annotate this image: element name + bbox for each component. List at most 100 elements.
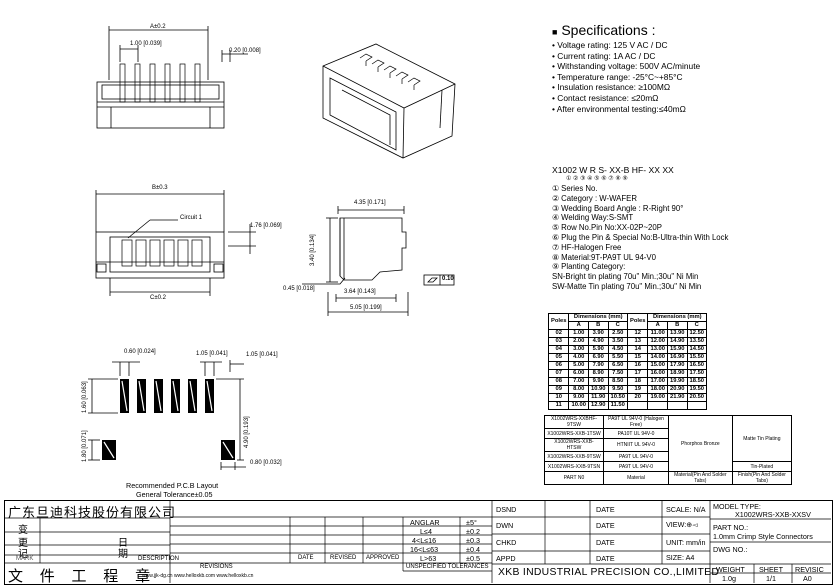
pcb-side-pitch: 1.05 [0.041] <box>246 352 278 358</box>
label-mark: MARK <box>16 556 34 562</box>
label-size: SIZE: A4 <box>666 553 695 562</box>
pcb-tab-width: 0.80 [0.032] <box>250 460 282 466</box>
spec-item: Insulation resistance: ≥100MΩ <box>552 82 700 93</box>
label-scale: SCALE: N/A <box>666 505 706 514</box>
tol-angular-value: ±5° <box>466 518 477 527</box>
company-cn: 广东旦迪科技股份有限公司 <box>8 506 177 521</box>
label-chkd: CHKD <box>496 538 517 547</box>
tol-unspecified: UNSPECIFIED TOLERANCES <box>406 564 489 570</box>
specifications-title: ■ Specifications : <box>552 22 656 38</box>
tol-value: ±0.5 <box>466 554 480 563</box>
side-view-depth: 5.05 [0.199] <box>350 305 382 311</box>
label-view: VIEW:⊕◅ <box>666 520 698 529</box>
tol-range: 4<L≤16 <box>412 536 437 545</box>
top-view-pitch: 1.00 [0.039] <box>130 41 162 47</box>
mat-foot: PART N0 <box>544 471 604 485</box>
side-view-tab: 3.64 [0.143] <box>344 289 376 295</box>
mat-finish-matte: Matte Tin Plating <box>731 415 793 462</box>
dim-head-poles: Poles <box>547 313 570 330</box>
mat-foot: Material <box>603 471 669 485</box>
label-revisions: REVISIONS <box>200 564 233 570</box>
label-dsnd: DSND <box>496 505 517 514</box>
part-value: 1.0mm Crimp Style Connectors <box>713 532 813 541</box>
label-appd: APPD <box>496 554 516 563</box>
pcb-pad-pitch: 1.05 [0.041] <box>196 351 228 357</box>
dim-cell: 11 <box>547 401 570 410</box>
mat-foot: Material(Pin And Solder Tabs) <box>668 471 733 485</box>
label-description: DESCRIPTION <box>138 556 180 562</box>
pcb-tolerance: General Tolerance±0.05 <box>136 490 213 499</box>
label-unit: UNIT: mm/in <box>666 538 706 547</box>
label-record: 记 <box>18 549 28 560</box>
spec-item: Withstanding voltage: 500V AC/minute <box>552 61 700 72</box>
side-view-tail: 0.45 [0.018] <box>283 286 315 292</box>
label-approved: APPROVED <box>366 555 400 561</box>
label-date: DATE <box>596 505 615 514</box>
tol-angular: ANGLAR <box>410 518 440 527</box>
pn-item: ⑤ Row No.Pin No:XX-02P~20P <box>552 223 662 233</box>
dim-cell <box>627 401 649 410</box>
part-number-markers: ① ② ③ ④ ⑤ ⑥ ⑦ ⑧ ⑨ <box>566 176 628 182</box>
tol-range: 16<L≤63 <box>410 545 439 554</box>
weight-value: 1.0g <box>722 574 736 583</box>
label-period: 期 <box>118 549 128 560</box>
pn-item: ② Category : W-WAFER <box>552 193 637 203</box>
doc-cn: 文 件 工 程 章 <box>8 567 157 585</box>
tol-range: L≤4 <box>420 527 432 536</box>
spec-item: Contact resistance: ≤20mΩ <box>552 93 700 104</box>
pn-item: SN-Bright tin plating 70u" Min.;30u" Ni … <box>552 272 699 282</box>
weight-label: WEIGHT <box>716 565 745 574</box>
specifications-title-suffix: : <box>651 22 656 38</box>
label-date-cn: 日 <box>118 538 128 549</box>
pcb-caption: Recommended P.C.B Layout <box>126 481 219 490</box>
label-more: 更 <box>18 538 28 549</box>
model-value: X1002WRS-XXB-XXSV <box>735 510 811 519</box>
pn-item: ⑨ Planting Category: <box>552 262 626 272</box>
material-table: X1002WRS-XXBHF-9TSW PA9T UL 94V-0 (Halog… <box>544 415 793 485</box>
pn-item: ⑧ Material:9T-PA9T UL 94-V0 <box>552 252 656 262</box>
label-revised: REVISED <box>330 555 357 561</box>
specifications-list: Voltage rating: 125 V AC / DC Current ra… <box>552 40 700 114</box>
part-label: PART NO.: <box>713 523 749 532</box>
revision-label: REVISIC <box>795 565 824 574</box>
title-block <box>4 500 833 585</box>
pn-item: ⑦ HF-Halogen Free <box>552 242 622 252</box>
websites: www.jjk-dg.cn www.helloxkb.com www.hello… <box>142 573 254 579</box>
label-date: DATE <box>596 554 615 563</box>
label-date: DATE <box>596 521 615 530</box>
mat-material: HTNIIT UL 94V-0 <box>603 438 669 452</box>
mat-foot: Finish(Pin And Solder Tabs) <box>731 471 793 485</box>
top-view-pin-width: 0.20 [0.008] <box>229 48 261 54</box>
label-dwn: DWN <box>496 521 514 530</box>
sheet-label: SHEET <box>759 565 783 574</box>
pn-item: ① Series No. <box>552 184 598 193</box>
pn-item: ④ Welding Way:S-SMT <box>552 213 634 223</box>
dim-cell <box>686 401 708 410</box>
dimension-table: Poles Dimensions (mm) Poles Dimensions (… <box>547 313 708 410</box>
dwg-label: DWG NO.: <box>713 545 748 554</box>
top-view-dim-a: A±0.2 <box>150 24 166 30</box>
side-view-width: 4.35 [0.171] <box>354 200 386 206</box>
spec-item: Current rating: 1A AC / DC <box>552 51 700 62</box>
part-number-legend: ① Series No. ② Category : W-WAFER ③ Wedd… <box>552 184 728 292</box>
front-view-circuit: Circuit 1 <box>180 215 203 221</box>
pn-item: ⑥ Plug the Pin & Special No:B-Ultra-thin… <box>552 232 729 242</box>
spec-item: After environmental testing:≤40mΩ <box>552 104 700 115</box>
sheet-value: 1/1 <box>766 574 776 583</box>
company-name: XKB INDUSTRIAL PRECISION CO.,LIMITED <box>498 567 720 578</box>
tol-value: ±0.3 <box>466 536 480 545</box>
label-date: DATE <box>596 538 615 547</box>
revision-value: A0 <box>803 574 812 583</box>
pn-item: ③ Wedding Board Angle : R-Right 90° <box>552 203 684 213</box>
front-view-height: 1.76 [0.069] <box>250 223 282 229</box>
tol-range: L>63 <box>420 554 437 563</box>
part-number-code: X1002 W R S- XX-B HF- XX XX <box>552 165 674 175</box>
label-date: DATE <box>298 555 314 561</box>
pcb-pad-width: 0.60 [0.024] <box>124 349 156 355</box>
